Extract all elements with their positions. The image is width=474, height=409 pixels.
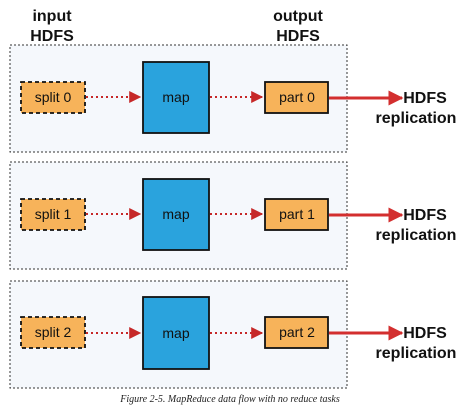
- hdfs-label: HDFS: [403, 325, 447, 342]
- replication-label: replication: [376, 345, 457, 362]
- map-box: [142, 296, 210, 370]
- map-label: map: [162, 206, 189, 222]
- output-header: output HDFS: [273, 8, 323, 45]
- hdfs-label: HDFS: [403, 207, 447, 224]
- flow-row-0: split 0 map part 0 HDFS replication: [9, 44, 457, 153]
- part-label: part 0: [279, 89, 315, 105]
- split-label: split 1: [35, 206, 72, 222]
- figure-caption: Figure 2-5. MapReduce data flow with no …: [119, 394, 340, 405]
- map-box: [142, 61, 210, 134]
- input-header-line-1: input: [32, 8, 72, 25]
- output-header-line-2: HDFS: [276, 28, 320, 45]
- split-box: [20, 316, 86, 349]
- part-label: part 2: [279, 324, 315, 340]
- flow-row-1: split 1 map part 1 HDFS replication: [9, 161, 457, 270]
- input-header: input HDFS: [30, 8, 74, 45]
- hdfs-label: HDFS: [403, 90, 447, 107]
- replication-label: replication: [376, 110, 457, 127]
- part-label: part 1: [279, 206, 315, 222]
- split-box: [20, 81, 86, 114]
- input-header-line-2: HDFS: [30, 28, 74, 45]
- map-label: map: [162, 325, 189, 341]
- replication-label: replication: [376, 227, 457, 244]
- part-box: [264, 316, 329, 349]
- map-box: [142, 178, 210, 251]
- part-box: [264, 81, 329, 114]
- part-box: [264, 198, 329, 231]
- split-box: [20, 198, 86, 231]
- output-header-line-1: output: [273, 8, 323, 25]
- flow-row-2: split 2 map part 2 HDFS replication: [9, 280, 457, 389]
- split-label: split 0: [35, 89, 72, 105]
- map-label: map: [162, 89, 189, 105]
- split-label: split 2: [35, 324, 72, 340]
